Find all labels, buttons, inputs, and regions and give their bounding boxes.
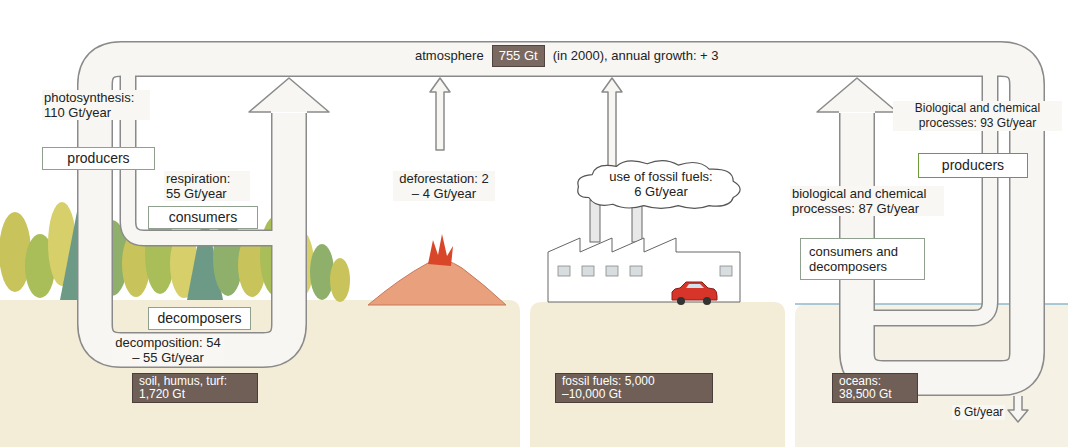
atmosphere-reservoir: atmosphere 755 Gt (in 2000), annual growth… — [415, 45, 719, 67]
deforestation-arrow — [430, 78, 450, 150]
sinking-arrow — [1008, 396, 1028, 422]
node-text: consumers — [169, 209, 237, 226]
window — [606, 266, 618, 276]
flow-label: deforestation: 2 – 4 Gt/year — [393, 171, 495, 201]
node-text: atmosphere — [415, 48, 484, 64]
window — [720, 266, 732, 276]
node-text: producers — [942, 157, 1004, 174]
organism-box: producers — [42, 147, 155, 170]
chimney — [590, 200, 600, 242]
node-text: fossil fuels: 5,000 –10,000 Gt — [562, 375, 658, 401]
node-text: soil, humus, turf: 1,720 Gt — [139, 375, 239, 401]
organism-box: decomposers — [148, 307, 251, 330]
node-text: consumers and decomposers — [809, 244, 914, 274]
flame — [428, 234, 453, 266]
tree — [310, 244, 334, 300]
window — [630, 266, 642, 276]
reservoir-box: soil, humus, turf: 1,720 Gt — [132, 373, 258, 403]
tree — [330, 258, 350, 302]
burnt-hill — [368, 260, 506, 305]
flow-label: biological and chemical processes: 87 Gt… — [790, 186, 944, 216]
fossil-ground — [530, 302, 785, 447]
fossil-fuel-arrow — [602, 78, 622, 172]
node-text: oceans: 38,500 Gt — [839, 375, 903, 401]
car — [672, 282, 717, 305]
car-wheel — [677, 297, 685, 305]
flow-label: respiration: 55 Gt/year — [164, 171, 250, 201]
node-text: decomposers — [157, 310, 241, 327]
window — [582, 266, 594, 276]
node-text: use of fossil fuels: 6 Gt/year — [607, 169, 715, 199]
organism-box: consumers — [148, 206, 258, 229]
flow-label: decomposition: 54 – 55 Gt/year — [112, 335, 224, 365]
smoke-cloud: use of fossil fuels: 6 Gt/year — [575, 157, 747, 211]
organism-box: producers — [918, 153, 1028, 178]
window — [558, 266, 570, 276]
cloud-shape — [578, 161, 740, 209]
reservoir-box: fossil fuels: 5,000 –10,000 Gt — [555, 373, 713, 403]
band-fill — [95, 59, 1027, 378]
reservoir-box: oceans: 38,500 Gt — [832, 373, 918, 403]
flow-label: Biological and chemical processes: 93 Gt… — [893, 101, 1062, 131]
up-arrow-head — [817, 78, 897, 112]
tree — [0, 212, 31, 292]
factory-building — [548, 238, 740, 302]
car-body — [672, 282, 717, 300]
car-wheel — [703, 297, 711, 305]
flow-label: photosynthesis: 110 Gt/year — [42, 90, 150, 120]
forest-fire — [368, 234, 506, 305]
organism-box: consumers and decomposers — [800, 238, 925, 280]
car-window — [686, 284, 704, 288]
node-text: (in 2000), annual growth: + 3 — [553, 48, 719, 64]
up-arrow-head — [249, 78, 329, 112]
flow-label: 6 Gt/year — [952, 405, 1005, 420]
node-text: producers — [67, 150, 129, 167]
node-text: 755 Gt — [492, 45, 545, 67]
factory — [548, 200, 740, 302]
carbon-flow-bands — [95, 59, 1027, 378]
band-outline — [95, 59, 1027, 378]
